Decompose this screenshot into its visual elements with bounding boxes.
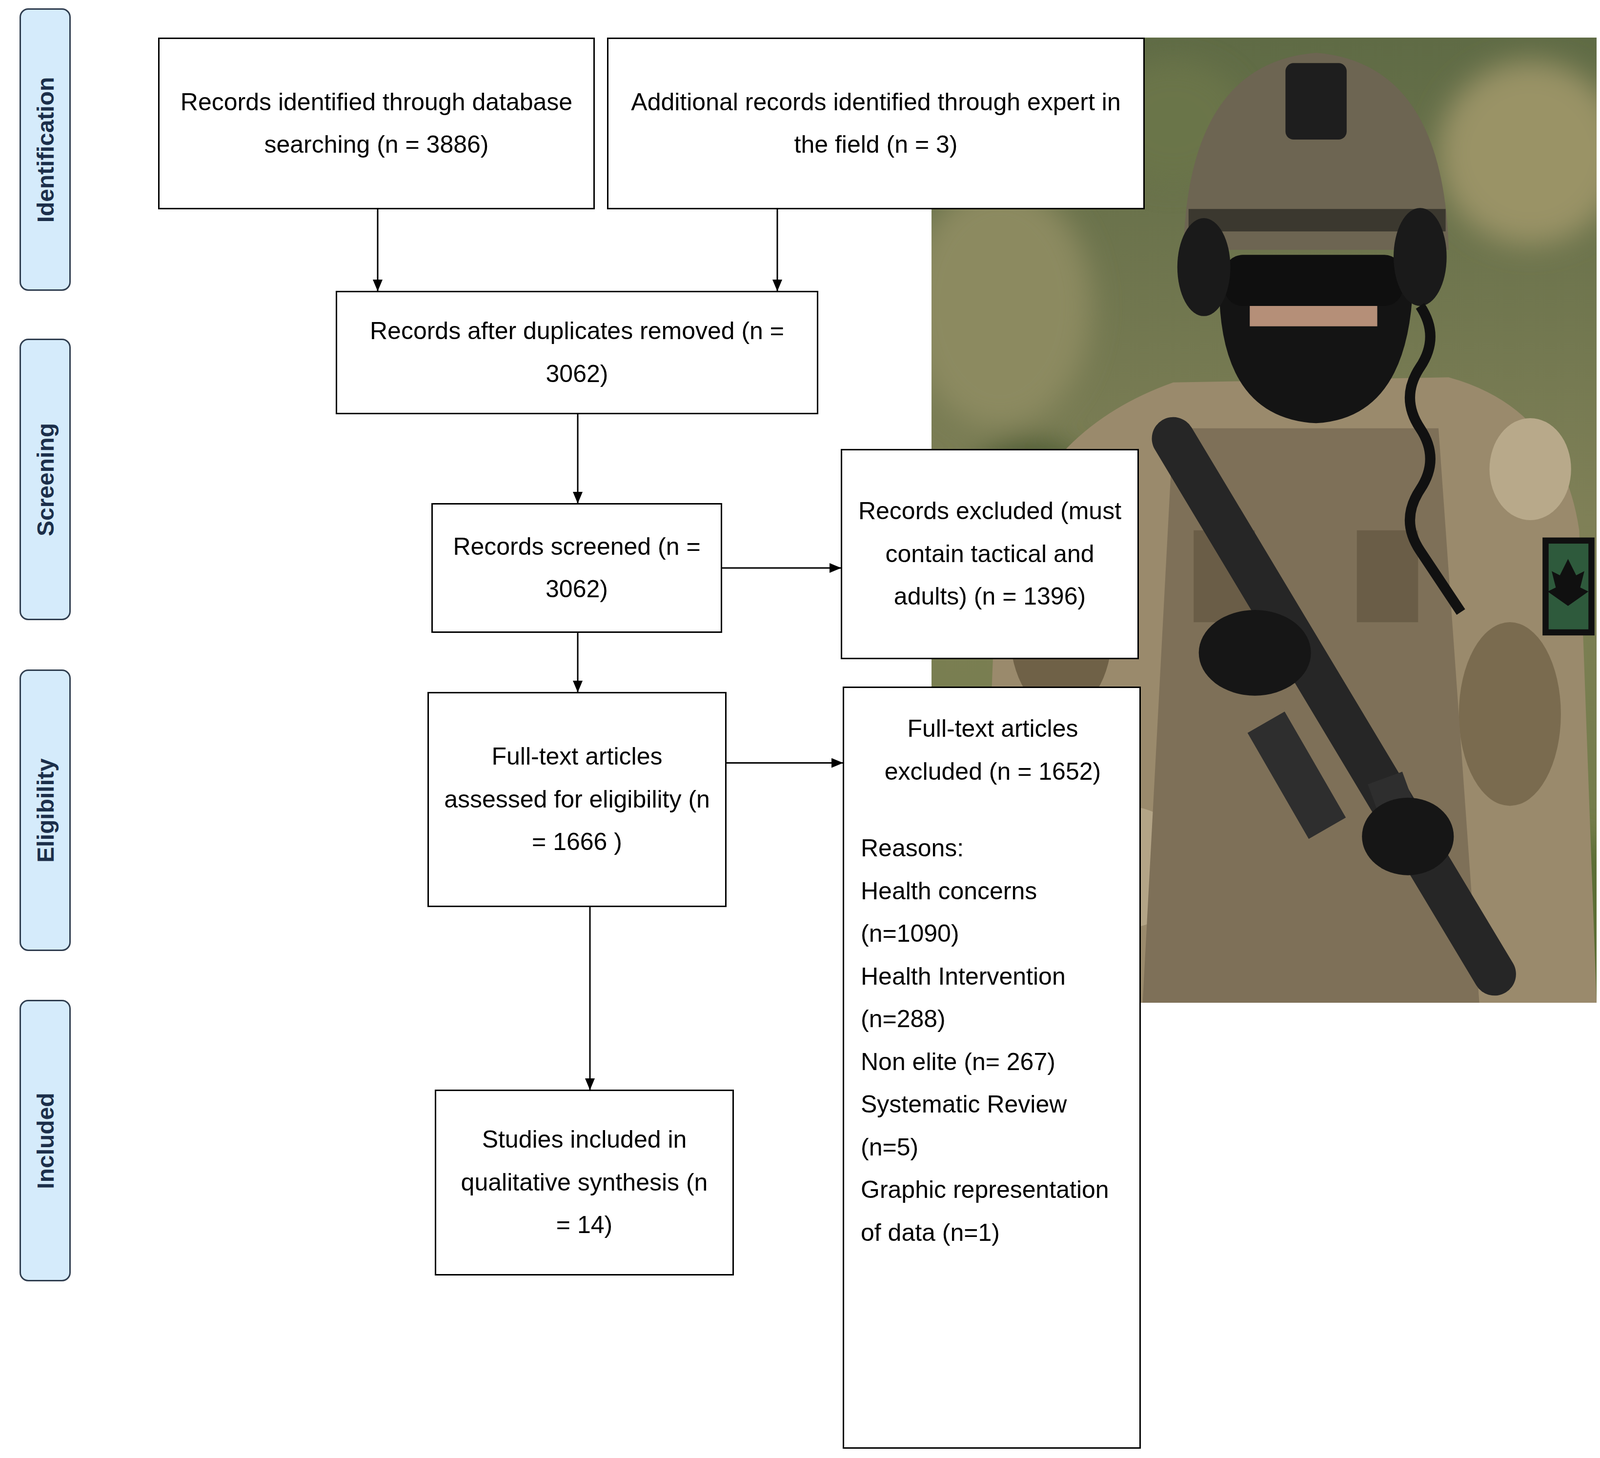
box-text: Records identified through database sear… <box>174 81 579 167</box>
process-box: Records after duplicates removed (n = 30… <box>335 290 819 415</box>
flow-arrow <box>726 762 843 764</box>
box-text: Additional records identified through ex… <box>623 81 1129 167</box>
rifle-magazine <box>1247 711 1346 839</box>
reason-text: Graphic representation of data (n=1) <box>860 1168 1125 1255</box>
ear-cup <box>1177 218 1231 317</box>
process-box: Records excluded (must contain tactical … <box>840 448 1139 660</box>
process-box: Full-text articles excluded (n = 1652) Re… <box>842 686 1141 1449</box>
box-text: Studies included in qualitative synthesi… <box>450 1118 718 1247</box>
flow-arrow <box>776 209 779 291</box>
ear-cup <box>1393 207 1447 306</box>
process-box: Records identified through database sear… <box>158 37 595 210</box>
process-box: Records screened (n = 3062) <box>431 503 723 633</box>
stage-label: Eligibility <box>31 758 59 863</box>
box-text: Records excluded (must contain tactical … <box>856 489 1123 619</box>
vest-pouch <box>1356 530 1418 623</box>
foliage-blob <box>931 183 1092 429</box>
foliage-blob <box>1438 60 1597 245</box>
flow-arrow <box>577 414 579 504</box>
flow-arrow <box>589 907 591 1090</box>
reason-text: Systematic Review (n=5) <box>860 1083 1125 1169</box>
stage-label: Included <box>31 1092 59 1189</box>
rifle <box>1173 438 1495 975</box>
reason-text: Health concerns (n=1090) <box>860 870 1125 956</box>
stage-band: Screening <box>19 338 71 621</box>
stage-band: Eligibility <box>19 669 71 952</box>
camo-patch <box>1489 418 1571 521</box>
process-box: Studies included in qualitative synthesi… <box>434 1089 734 1276</box>
stage-band: Included <box>19 999 71 1282</box>
reason-text: Reasons: <box>860 827 1125 871</box>
glove <box>1198 609 1312 696</box>
flag-patch <box>1545 540 1592 633</box>
reason-text: Non elite (n= 267) <box>860 1040 1125 1084</box>
maple-leaf <box>1547 558 1589 606</box>
flow-arrow <box>377 209 379 291</box>
box-text: Records screened (n = 3062) <box>447 525 707 611</box>
sunglasses <box>1224 254 1403 306</box>
process-box: Full-text articles assessed for eligibil… <box>427 691 727 908</box>
process-box: Additional records identified through ex… <box>607 37 1145 210</box>
glove <box>1361 797 1454 876</box>
box-text: Full-text articles assessed for eligibil… <box>443 735 711 864</box>
nvg-mount <box>1285 62 1347 140</box>
radio-cable <box>1409 305 1461 612</box>
stage-band: Identification <box>19 8 71 291</box>
flow-arrow <box>577 632 579 692</box>
box-text: Records after duplicates removed (n = 30… <box>351 309 803 396</box>
stage-label: Screening <box>31 422 59 536</box>
camo-patch <box>1458 622 1561 806</box>
vest <box>1142 428 1480 1003</box>
box-text: Full-text articles excluded (n = 1652) <box>860 707 1125 793</box>
balaclava <box>1219 285 1414 424</box>
flow-arrow <box>722 567 841 569</box>
reason-text: Health Intervention (n=288) <box>860 955 1125 1041</box>
stage-label: Identification <box>31 76 59 223</box>
